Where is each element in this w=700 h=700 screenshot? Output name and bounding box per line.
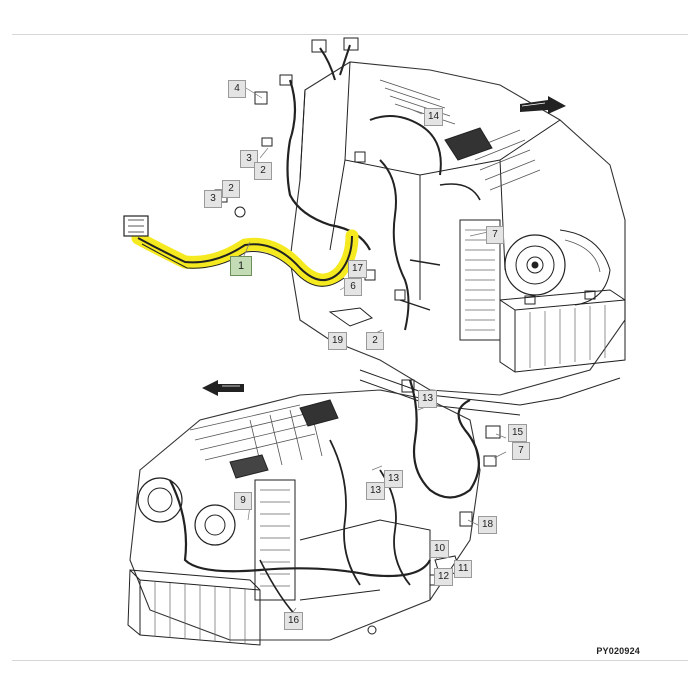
callout-2: 2: [254, 162, 272, 180]
figure-code: PY020924: [596, 646, 640, 656]
callout-12: 12: [434, 568, 454, 586]
callout-9: 9: [234, 492, 252, 510]
direction-arrow-icon: [520, 96, 566, 114]
callout-17: 17: [348, 260, 368, 278]
direction-arrow-icon: [202, 380, 244, 396]
callout-15: 15: [508, 424, 528, 442]
top-rule: [12, 34, 688, 35]
callout-1: 1: [230, 256, 252, 276]
callout-7: 7: [512, 442, 530, 460]
callout-6: 6: [344, 278, 362, 296]
highlighted-harness: [123, 215, 359, 287]
callout-16: 16: [284, 612, 304, 630]
upper-assembly: [214, 37, 626, 416]
callout-4: 4: [228, 80, 246, 98]
callout-7: 7: [486, 226, 504, 244]
lower-assembly: [127, 379, 501, 646]
callout-18: 18: [478, 516, 498, 534]
callout-2: 2: [366, 332, 384, 350]
callout-3: 3: [204, 190, 222, 208]
callout-19: 19: [328, 332, 348, 350]
bottom-rule: [12, 660, 688, 661]
callout-13: 13: [384, 470, 404, 488]
callout-13: 13: [418, 390, 438, 408]
callout-11: 11: [454, 560, 473, 578]
callout-14: 14: [424, 108, 444, 126]
callout-13: 13: [366, 482, 386, 500]
callout-10: 10: [430, 540, 450, 558]
callout-3: 3: [240, 150, 258, 168]
callout-2: 2: [222, 180, 240, 198]
